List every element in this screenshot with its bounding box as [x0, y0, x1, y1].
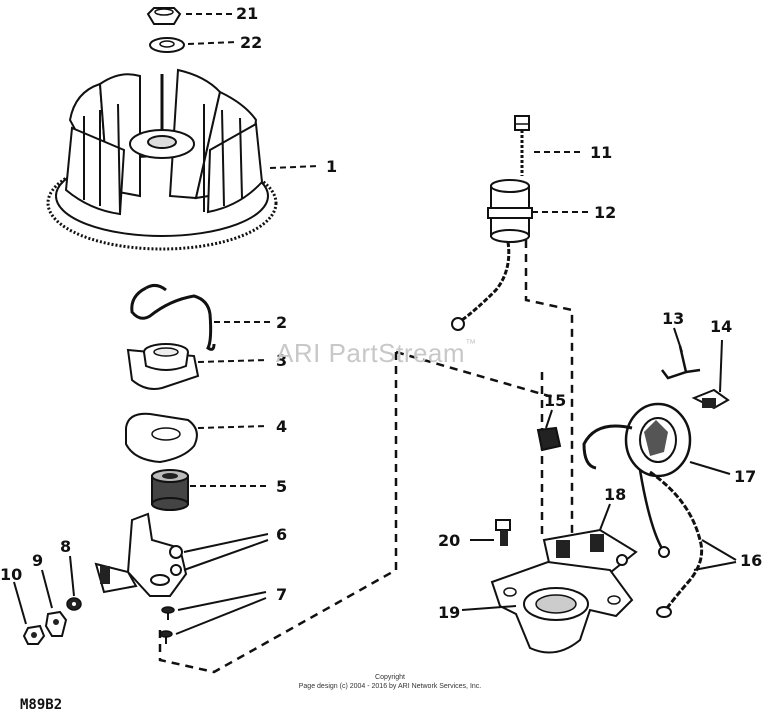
- copyright-line-2: Page design (c) 2004 - 2016 by ARI Netwo…: [298, 683, 482, 690]
- part-19-housing[interactable]: [490, 560, 634, 654]
- part-18-bracket[interactable]: [542, 528, 638, 577]
- part-3-screen[interactable]: [126, 343, 200, 390]
- part-7-screws[interactable]: [159, 606, 175, 644]
- callout-3: 3: [276, 351, 287, 370]
- callout-20: 20: [438, 531, 460, 550]
- part-12-condenser[interactable]: [451, 179, 533, 331]
- callout-19: 19: [438, 603, 460, 622]
- callout-5: 5: [276, 477, 287, 496]
- watermark-trademark: ™: [465, 338, 477, 350]
- callout-18: 18: [604, 485, 626, 504]
- figure-code: M89B2: [20, 697, 63, 713]
- callout-10: 10: [0, 565, 22, 584]
- part-17-coil[interactable]: [582, 402, 692, 478]
- callout-12: 12: [594, 203, 616, 222]
- part-11-screw[interactable]: [514, 115, 530, 176]
- part-13-clip[interactable]: [661, 345, 701, 380]
- part-6-points-assembly[interactable]: [94, 512, 188, 597]
- callout-4: 4: [276, 417, 287, 436]
- part-21-nut[interactable]: [146, 7, 182, 25]
- callout-14: 14: [710, 317, 732, 336]
- callout-21: 21: [236, 4, 258, 23]
- assembly-guide-lines: [158, 240, 574, 674]
- callout-9: 9: [32, 551, 43, 570]
- part-2-clip[interactable]: [130, 283, 216, 351]
- callout-16: 16: [740, 551, 762, 570]
- callout-7: 7: [276, 585, 287, 604]
- part-5-bushing[interactable]: [151, 469, 189, 511]
- callout-1: 1: [326, 157, 337, 176]
- callout-22: 22: [240, 33, 262, 52]
- part-10-nut[interactable]: [22, 624, 46, 645]
- callout-17: 17: [734, 467, 756, 486]
- part-20-screw[interactable]: [495, 519, 511, 546]
- callout-11: 11: [590, 143, 612, 162]
- part-1-flywheel[interactable]: [46, 68, 278, 251]
- leader-lines: [13, 13, 737, 635]
- callout-6: 6: [276, 525, 287, 544]
- part-15-block[interactable]: [536, 426, 562, 452]
- part-8-washer[interactable]: [66, 597, 82, 611]
- part-9-nut[interactable]: [44, 610, 68, 637]
- part-22-washer[interactable]: [149, 37, 185, 53]
- copyright-line-1: Copyright: [375, 674, 405, 681]
- watermark-text: ARI PartStream: [276, 338, 466, 368]
- callout-8: 8: [60, 537, 71, 556]
- part-4-gasket[interactable]: [125, 412, 198, 464]
- callout-2: 2: [276, 313, 287, 332]
- watermark: ARI PartStream™: [276, 338, 477, 369]
- part-16-leads[interactable]: [638, 469, 704, 618]
- part-14-clamp[interactable]: [691, 388, 730, 410]
- callout-13: 13: [662, 309, 684, 328]
- callout-15: 15: [544, 391, 566, 410]
